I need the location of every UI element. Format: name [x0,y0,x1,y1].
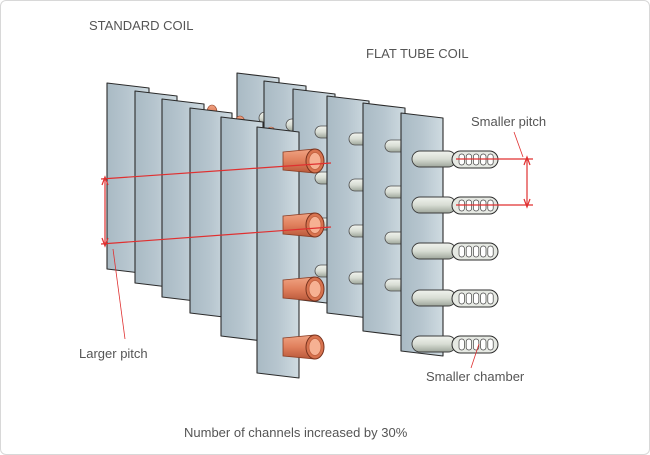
standard-coil-label: STANDARD COIL [89,18,194,33]
larger-pitch-arrowhead-top [101,175,109,186]
copper-tube-end [282,212,325,238]
larger-pitch-label: Larger pitch [79,346,148,361]
flat-coil-fin [362,102,406,337]
flat-coil-fin [400,112,444,357]
larger-pitch-leader [112,248,126,340]
smaller-pitch-label: Smaller pitch [471,114,547,129]
caption: Number of channels increased by 30% [184,425,408,440]
larger-pitch-line-bottom [100,226,332,245]
larger-pitch-line-top [100,162,332,180]
flat-tube-end [411,335,499,354]
smaller-pitch-arrowhead-top [523,155,531,166]
smaller-pitch-arrowhead-bottom [523,198,531,209]
flat-tube-coil-label: FLAT TUBE COIL [366,46,469,61]
copper-tube-end [282,276,325,302]
flat-tube-end [411,289,499,308]
flat-tube-end [411,242,499,261]
copper-tube-end [282,148,325,174]
copper-tube-end [282,334,325,360]
smaller-pitch-leader [513,131,524,158]
smaller-chamber-label: Smaller chamber [426,369,525,384]
larger-pitch-arrowhead-bottom [101,237,109,248]
standard-coil-fin [256,126,300,379]
smaller-chamber-leader [470,343,480,369]
annotations [100,131,533,369]
